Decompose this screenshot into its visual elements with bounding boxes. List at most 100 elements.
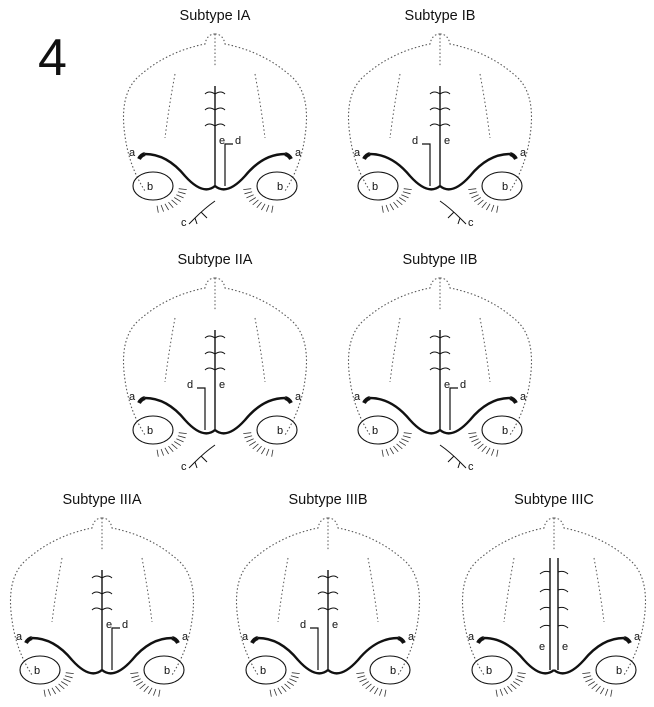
label-a: a — [242, 631, 249, 643]
label-e: e — [219, 379, 225, 391]
inner-dotted-right — [142, 558, 152, 622]
label-e: e — [562, 641, 568, 653]
fringe-branch — [168, 202, 173, 208]
fringe-branch — [172, 444, 178, 449]
fringe-branch — [399, 198, 406, 202]
anatomy-diagram: eababdc — [340, 26, 540, 223]
fringe-branch — [161, 205, 163, 212]
fringe-branch — [468, 189, 476, 190]
fringe-branch — [357, 676, 365, 678]
vessel-a-left-end — [478, 638, 484, 643]
inner-dotted-right — [255, 74, 265, 138]
vessel-d — [112, 628, 120, 670]
branch — [540, 571, 550, 574]
fringe-branch — [144, 686, 149, 692]
fringe-branch — [596, 686, 601, 692]
fringe-branch — [61, 682, 68, 686]
vessel-c — [440, 201, 466, 224]
fringe-branch — [366, 684, 372, 689]
fringe-branch — [600, 688, 604, 694]
label-b: b — [34, 665, 40, 677]
fringe-branch — [497, 450, 498, 457]
vessel-a-left-end — [26, 638, 32, 643]
fringe-branch — [393, 202, 398, 208]
fringe-branch — [469, 436, 477, 438]
fringe-branch — [272, 450, 273, 457]
fringe-branch — [478, 200, 484, 205]
fringe-branch — [507, 686, 512, 692]
label-b: b — [502, 425, 508, 437]
branch — [558, 571, 568, 574]
fringe-branch — [482, 446, 487, 452]
fringe-branch — [172, 200, 178, 205]
branch — [540, 625, 550, 628]
fringe-branch — [401, 439, 408, 442]
vessel-a-right-end — [285, 154, 291, 159]
anatomy-diagram: eababdc — [340, 270, 540, 467]
label-d: d — [300, 619, 306, 631]
vessel-c — [440, 445, 466, 468]
fringe-branch — [266, 205, 268, 212]
inner-dotted-left — [278, 558, 288, 622]
fringe-branch — [474, 442, 481, 446]
fringe-branch — [379, 689, 381, 696]
panel-title: Subtype IIB — [340, 252, 540, 268]
fringe-branch — [272, 206, 273, 213]
fringe-branch — [497, 206, 498, 213]
fringe-branch — [168, 446, 173, 452]
inner-dotted-right — [480, 318, 490, 382]
inner-dotted-right — [594, 558, 604, 622]
label-b: b — [502, 181, 508, 193]
fringe-branch — [285, 684, 291, 689]
label-a: a — [354, 147, 361, 159]
fringe-branch — [274, 689, 276, 696]
fringe-branch — [403, 192, 411, 194]
label-a: a — [634, 631, 641, 643]
inner-dotted-right — [480, 74, 490, 138]
fringe-branch — [176, 195, 183, 198]
fringe-branch — [468, 433, 476, 434]
fringe-branch — [281, 686, 286, 692]
fringe-branch — [249, 442, 256, 446]
panel-title: Subtype IB — [340, 8, 540, 24]
panel-title: Subtype IIIB — [228, 492, 428, 508]
fringe-branch — [386, 205, 388, 212]
fringe-branch — [176, 439, 183, 442]
branch — [558, 589, 568, 592]
fringe-branch — [517, 676, 525, 678]
fringe-branch — [386, 449, 388, 456]
vessel-c — [189, 201, 215, 224]
fringe-branch — [179, 433, 187, 434]
fringe-branch — [261, 448, 265, 454]
fringe-branch — [399, 442, 406, 446]
label-a: a — [182, 631, 189, 643]
fringe-branch — [397, 444, 403, 449]
fringe-branch — [404, 189, 412, 190]
fringe-branch — [44, 690, 45, 697]
label-a: a — [520, 391, 527, 403]
fringe-branch — [270, 690, 271, 697]
vessel-c — [189, 445, 215, 468]
label-e: e — [106, 619, 112, 631]
fringe-branch — [140, 684, 146, 689]
label-e: e — [219, 135, 225, 147]
label-b: b — [372, 425, 378, 437]
fringe-branch — [491, 205, 493, 212]
fringe-branch — [359, 679, 366, 682]
panel-title: Subtype IIIC — [454, 492, 654, 508]
fringe-branch — [278, 688, 282, 694]
fringe-branch — [161, 449, 163, 456]
label-e: e — [444, 379, 450, 391]
fringe-branch — [605, 689, 607, 696]
panel-subtype-iia: Subtype IIA eababdc — [115, 252, 315, 467]
fringe-branch — [261, 204, 265, 210]
vessel-a-left-end — [364, 398, 370, 403]
vessel-a-right-end — [172, 638, 178, 643]
vessel-d — [197, 388, 205, 430]
vessel-a-right-end — [285, 398, 291, 403]
fringe-branch — [486, 448, 490, 454]
fringe-branch — [592, 684, 598, 689]
label-a: a — [354, 391, 361, 403]
